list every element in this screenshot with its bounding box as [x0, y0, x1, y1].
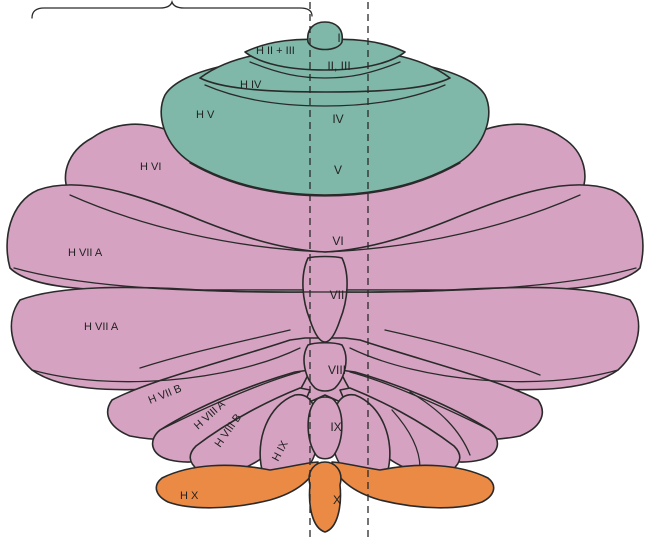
label-vermis-V: V: [334, 163, 342, 177]
lobule-H-X-right: [332, 462, 494, 508]
label-vermis-IX: IX: [330, 420, 341, 434]
label-vermis-VIII: VIII: [328, 363, 346, 377]
label-vermis-VII: VII: [330, 288, 345, 302]
label-vermis-I: I: [337, 31, 340, 45]
label-H-X: H X: [180, 490, 199, 502]
label-vermis-II-III: II, III: [327, 59, 350, 73]
label-H-V: H V: [196, 109, 215, 121]
label-H-II-III: H II + III: [256, 45, 295, 57]
label-H-VIIA-upper: H VII A: [68, 247, 103, 259]
top-brace: [32, 2, 312, 18]
label-vermis-X: X: [333, 493, 341, 507]
label-H-VI: H VI: [140, 161, 161, 173]
label-vermis-IV: IV: [332, 112, 343, 126]
label-vermis-VI: VI: [332, 234, 343, 248]
label-H-VIIA-lower: H VII A: [84, 321, 119, 333]
label-H-IV: H IV: [240, 79, 262, 91]
